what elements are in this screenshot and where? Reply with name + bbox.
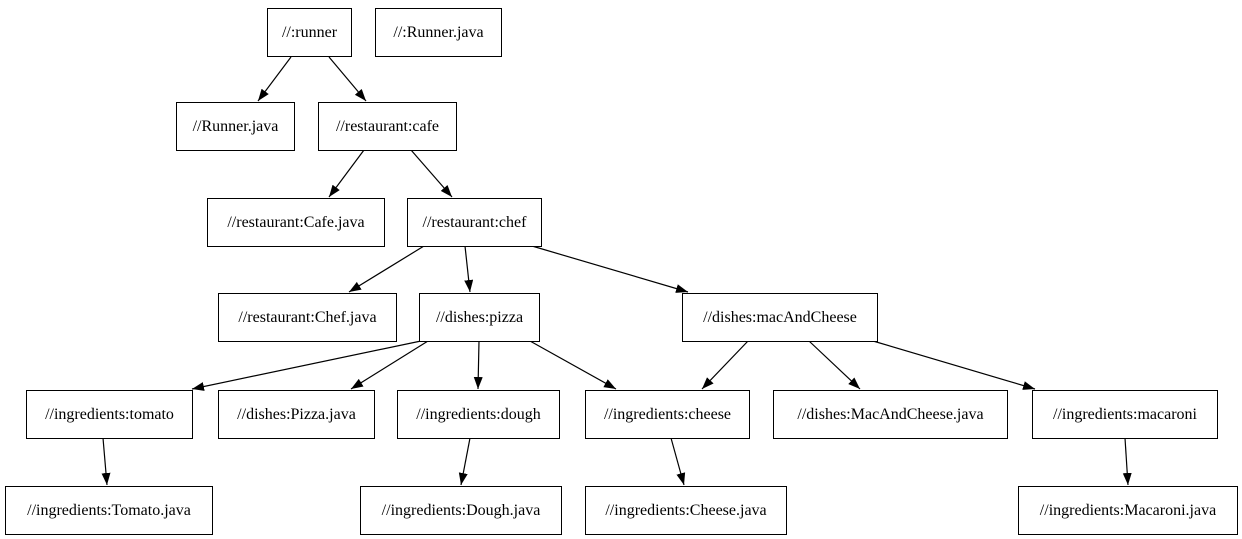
edge-pizza-to-cheese [529, 340, 617, 390]
graph-node-macaroni-java: //ingredients:Macaroni.java [1018, 486, 1238, 535]
edge-pizza-to-pizza-java [350, 340, 429, 390]
edge-macaroni-to-macaroni-java [1122, 437, 1132, 486]
graph-node-tomato: //ingredients:tomato [26, 390, 193, 439]
edge-mac-and-cheese-to-mac-and-cheese-java [808, 340, 861, 390]
edge-runner-to-cafe [328, 56, 367, 102]
edge-tomato-to-tomato-java [101, 437, 111, 486]
graph-node-macaroni: //ingredients:macaroni [1032, 390, 1218, 439]
graph-node-runner-java: //Runner.java [176, 102, 295, 151]
graph-node-root-runner-java: //:Runner.java [375, 8, 502, 57]
graph-node-chef: //restaurant:chef [407, 198, 542, 247]
graph-node-tomato-java: //ingredients:Tomato.java [5, 486, 213, 535]
edge-mac-and-cheese-to-cheese [701, 340, 749, 390]
edge-runner-to-runner-java [257, 56, 292, 102]
edge-pizza-to-tomato [191, 340, 422, 391]
edge-cafe-to-cafe-java [328, 149, 365, 198]
graph-node-dough-java: //ingredients:Dough.java [360, 486, 562, 535]
edge-cafe-to-chef [410, 149, 453, 198]
graph-node-cheese-java: //ingredients:Cheese.java [585, 486, 787, 535]
edge-chef-to-pizza [464, 245, 474, 293]
edge-chef-to-chef-java [348, 245, 425, 293]
edge-group [101, 56, 1132, 486]
edge-cheese-to-cheese-java [670, 437, 686, 486]
graph-node-dough: //ingredients:dough [397, 390, 560, 439]
graph-node-cafe: //restaurant:cafe [318, 102, 457, 151]
graph-node-mac-and-cheese-java: //dishes:MacAndCheese.java [773, 390, 1008, 439]
graph-node-cheese: //ingredients:cheese [585, 390, 750, 439]
edge-dough-to-dough-java [458, 437, 471, 486]
graph-node-chef-java: //restaurant:Chef.java [218, 293, 397, 342]
edge-mac-and-cheese-to-macaroni [872, 340, 1036, 390]
graph-node-mac-and-cheese: //dishes:macAndCheese [682, 293, 878, 342]
edge-chef-to-mac-and-cheese [531, 245, 689, 293]
graph-node-cafe-java: //restaurant:Cafe.java [207, 198, 385, 247]
graph-node-pizza-java: //dishes:Pizza.java [218, 390, 375, 439]
graph-node-runner: //:runner [267, 8, 352, 57]
graph-node-pizza: //dishes:pizza [419, 293, 540, 342]
edge-pizza-to-dough [473, 340, 483, 390]
